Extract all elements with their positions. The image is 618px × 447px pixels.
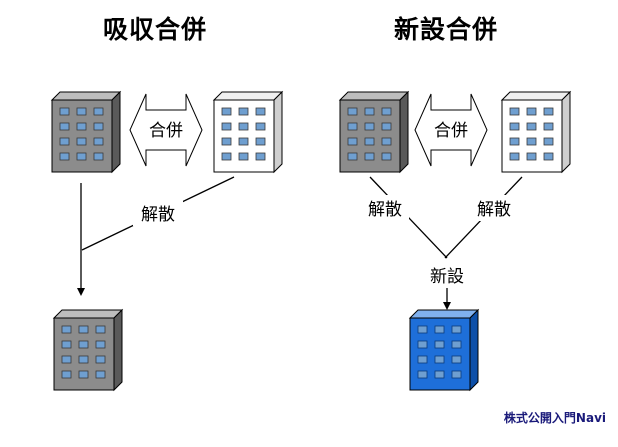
establish-label: 新設	[430, 267, 464, 287]
dissolve-label-right-b: 解散	[477, 200, 511, 220]
site-credit: 株式公開入門Navi	[503, 411, 606, 425]
building-icon-blue-new	[408, 308, 480, 392]
label-bg-right-b	[470, 195, 518, 221]
double-arrow-icon-left	[129, 93, 203, 167]
double-arrow-icon-right	[414, 93, 488, 167]
dissolve-label-right-a: 解散	[368, 200, 402, 220]
dissolve-label-left: 解散	[141, 205, 175, 225]
label-bg-left	[133, 200, 183, 226]
building-icon-gray-right	[338, 90, 410, 174]
building-icon-white-left	[212, 90, 284, 174]
merge-label-left: 合併	[149, 121, 183, 141]
building-icon-white-right	[500, 90, 572, 174]
title-absorption-merger: 吸収合併	[103, 15, 208, 44]
label-bg-right-a	[361, 195, 409, 221]
merge-label-right: 合併	[434, 121, 468, 141]
title-new-merger: 新設合併	[394, 15, 499, 44]
building-icon-gray-result	[52, 308, 124, 392]
building-icon-gray-left	[50, 90, 122, 174]
